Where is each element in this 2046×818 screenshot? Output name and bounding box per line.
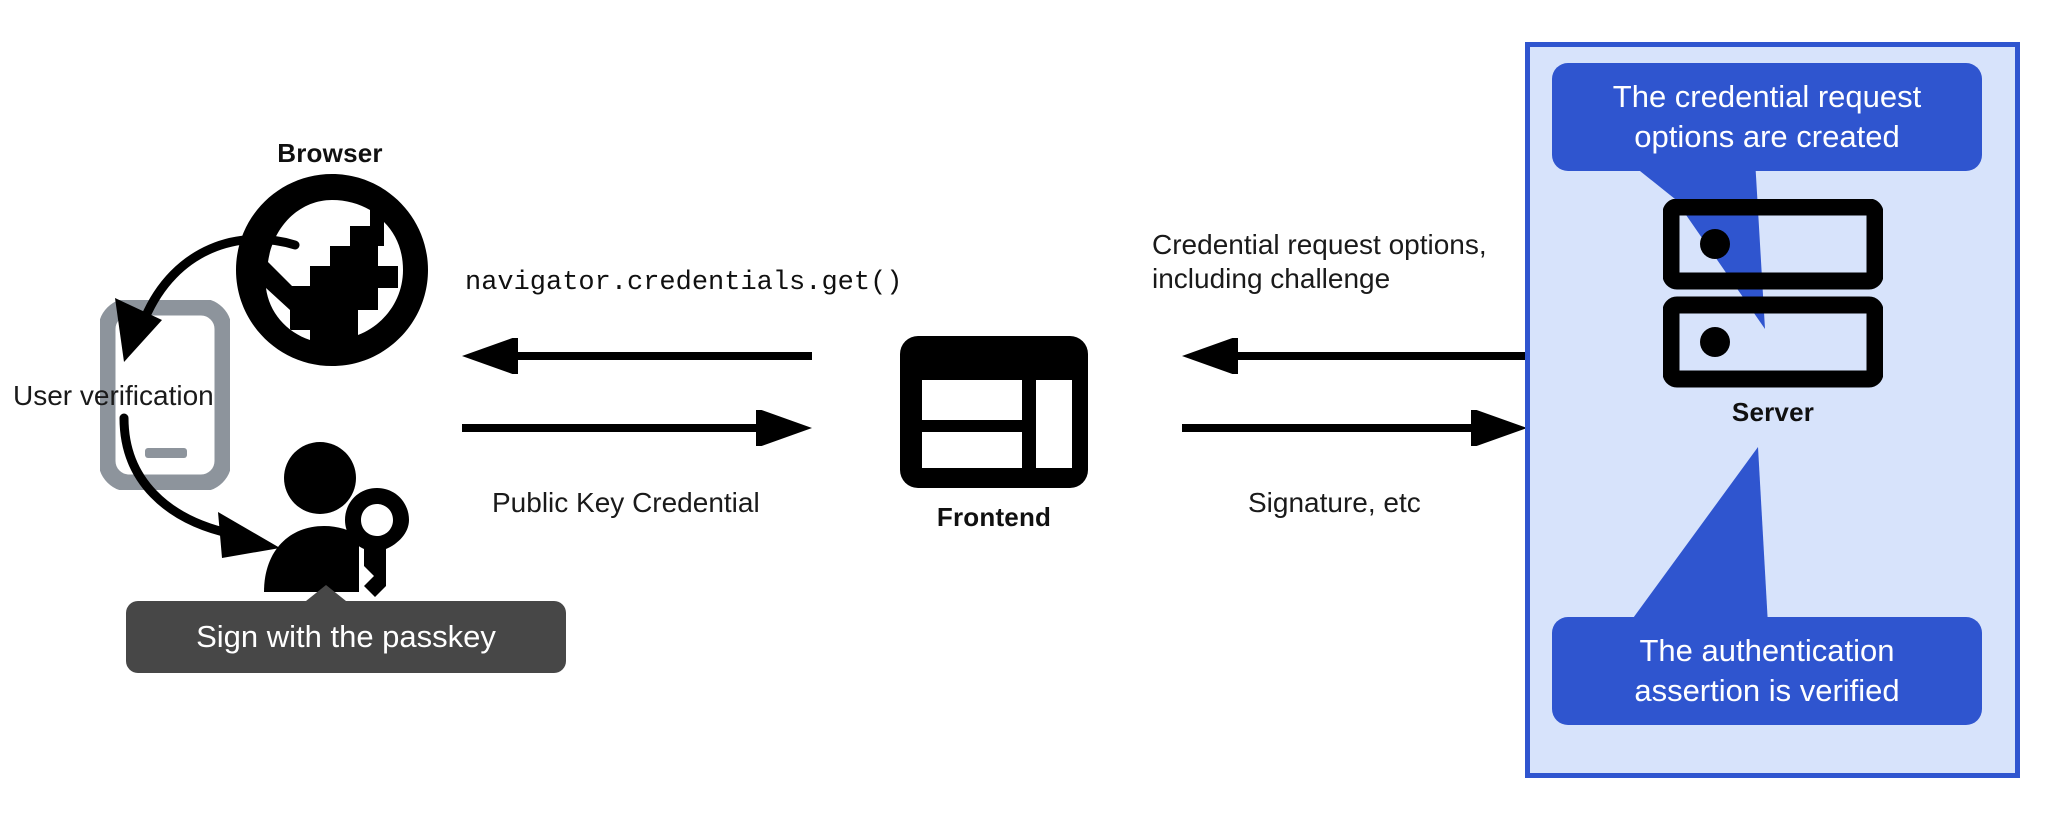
credential-request-options-label: Credential request options, including ch… <box>1152 229 1487 295</box>
server-callout-top: The credential request options are creat… <box>1552 63 1982 171</box>
globe-icon <box>236 174 428 366</box>
server-callout-bottom: The authentication assertion is verified <box>1552 617 1982 725</box>
web-layout-icon <box>900 336 1088 488</box>
server-racks-icon <box>1663 199 1883 388</box>
sign-with-passkey-tooltip: Sign with the passkey <box>126 585 566 673</box>
arrow-browser-to-frontend-icon <box>462 410 812 446</box>
user-verification-label: User verification <box>13 380 214 411</box>
arrow-frontend-to-server-icon <box>1182 410 1527 446</box>
person-with-key-icon <box>264 442 409 597</box>
arrow-server-to-frontend-icon <box>1182 338 1527 374</box>
arrow-frontend-to-browser-icon <box>462 338 812 374</box>
sign-with-passkey-label: Sign with the passkey <box>126 601 566 673</box>
callout-bottom-tail-icon <box>1628 447 1768 625</box>
arrow-browser-to-device-icon <box>115 234 300 362</box>
frontend-label: Frontend <box>936 502 1052 532</box>
arrow-device-to-user-icon <box>119 413 280 558</box>
server-label: Server <box>1731 397 1815 427</box>
public-key-credential-label: Public Key Credential <box>492 487 760 518</box>
server-panel: The credential request options are creat… <box>1525 42 2020 778</box>
tooltip-pointer-icon <box>296 585 356 609</box>
browser-label: Browser <box>277 138 383 168</box>
smartphone-icon <box>100 300 230 490</box>
signature-etc-label: Signature, etc <box>1248 487 1421 518</box>
navigator-credentials-get-label: navigator.credentials.get() <box>465 268 903 298</box>
